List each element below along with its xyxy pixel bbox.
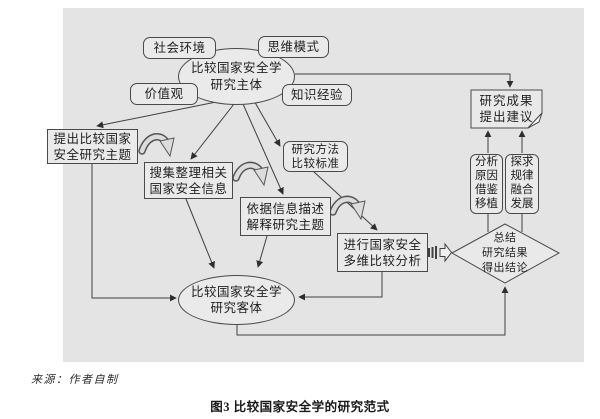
node-propose-topic: 提出比较国家 安全研究主题 — [47, 129, 138, 164]
arrow-multi-compare-to-object — [298, 272, 383, 301]
node-label: 提出比较国家 — [53, 131, 132, 146]
node-social-environment: 社会环境 — [143, 37, 216, 59]
node-label: 思维模式 — [267, 40, 320, 54]
node-label: 知识经验 — [290, 88, 343, 102]
node-values: 价值观 — [130, 83, 198, 105]
node-label: 比较国家安全学 — [190, 284, 282, 299]
node-label: 研究主体 — [210, 77, 263, 92]
node-label: 研究客体 — [210, 301, 263, 315]
node-label: 移植 — [475, 197, 498, 210]
curved-arrow-propose-to-collect — [138, 133, 175, 158]
node-label: 价值观 — [144, 87, 184, 101]
source-note: 来源：作者自制 — [31, 374, 119, 386]
node-method-standard: 研究方法 比较标准 — [283, 141, 348, 172]
arrow-describe-explain-to-object — [256, 235, 268, 268]
node-label: 探求 — [510, 156, 534, 169]
arrow-subject-to-results — [295, 73, 514, 88]
node-multi-compare: 进行国家安全 多维比较分析 — [337, 233, 428, 272]
node-collect-info: 搜集整理相关 国家安全信息 — [144, 162, 233, 199]
node-label: 国家安全信息 — [149, 181, 228, 196]
node-conclusion-diamond-label: 总结 研究结果 得出结论 — [455, 230, 555, 276]
node-label: 解释研究主题 — [246, 217, 325, 232]
node-label: 分析 — [475, 156, 498, 169]
node-analyze-borrow: 分析 原因 借鉴 移植 — [470, 154, 503, 214]
node-thinking-mode: 思维模式 — [258, 36, 329, 58]
node-label: 发展 — [510, 197, 534, 210]
node-results-document-label: 研究成果 提出建议 — [471, 92, 542, 126]
node-label: 安全研究主题 — [53, 147, 132, 162]
node-label: 研究方法 — [291, 143, 340, 156]
node-label: 得出结论 — [482, 261, 528, 274]
node-label: 研究成果 — [479, 93, 534, 108]
node-label: 研究结果 — [482, 246, 528, 259]
results-document-shape — [470, 89, 543, 129]
node-describe-explain: 依据信息描述 解释研究主题 — [240, 197, 331, 236]
node-label: 比较国家安全学 — [190, 61, 282, 75]
arrow-subject-to-describe-explain — [242, 103, 284, 195]
curved-arrow-describe-to-compare — [329, 195, 366, 221]
node-label: 提出建议 — [479, 110, 534, 124]
arrow-propose-topic-to-object — [91, 164, 177, 302]
node-knowledge-experience: 知识经验 — [282, 84, 352, 106]
node-label: 依据信息描述 — [246, 201, 325, 216]
arrow-object-to-conclusion — [236, 286, 509, 336]
node-label: 借鉴 — [475, 184, 498, 196]
arrow-subject-to-method-standard — [252, 98, 281, 147]
node-label: 规律 — [510, 170, 534, 183]
node-label: 融合 — [510, 184, 534, 196]
document-fold-icon — [527, 112, 543, 129]
node-label: 搜集整理相关 — [149, 165, 228, 180]
node-label: 进行国家安全 — [343, 237, 422, 252]
node-label: 比较标准 — [291, 157, 340, 170]
conclusion-diamond-shape — [450, 223, 561, 284]
node-explore-develop: 探求 规律 融合 发展 — [505, 154, 539, 214]
node-object-ellipse: 比较国家安全学 研究客体 — [178, 275, 295, 325]
arrow-collect-info-to-object — [185, 198, 215, 269]
figure-caption: 图3 比较国家安全学的研究范式 — [210, 400, 390, 414]
block-arrow-compare-to-conclusion — [428, 242, 453, 263]
arrow-subject-to-collect-info — [190, 103, 235, 160]
arrow-subject-to-propose-topic — [96, 99, 227, 129]
curved-arrow-collect-to-describe — [232, 161, 269, 187]
node-label: 原因 — [475, 170, 498, 183]
node-label: 社会环境 — [153, 41, 206, 55]
node-label: 总结 — [493, 231, 517, 244]
node-label: 多维比较分析 — [343, 253, 422, 268]
